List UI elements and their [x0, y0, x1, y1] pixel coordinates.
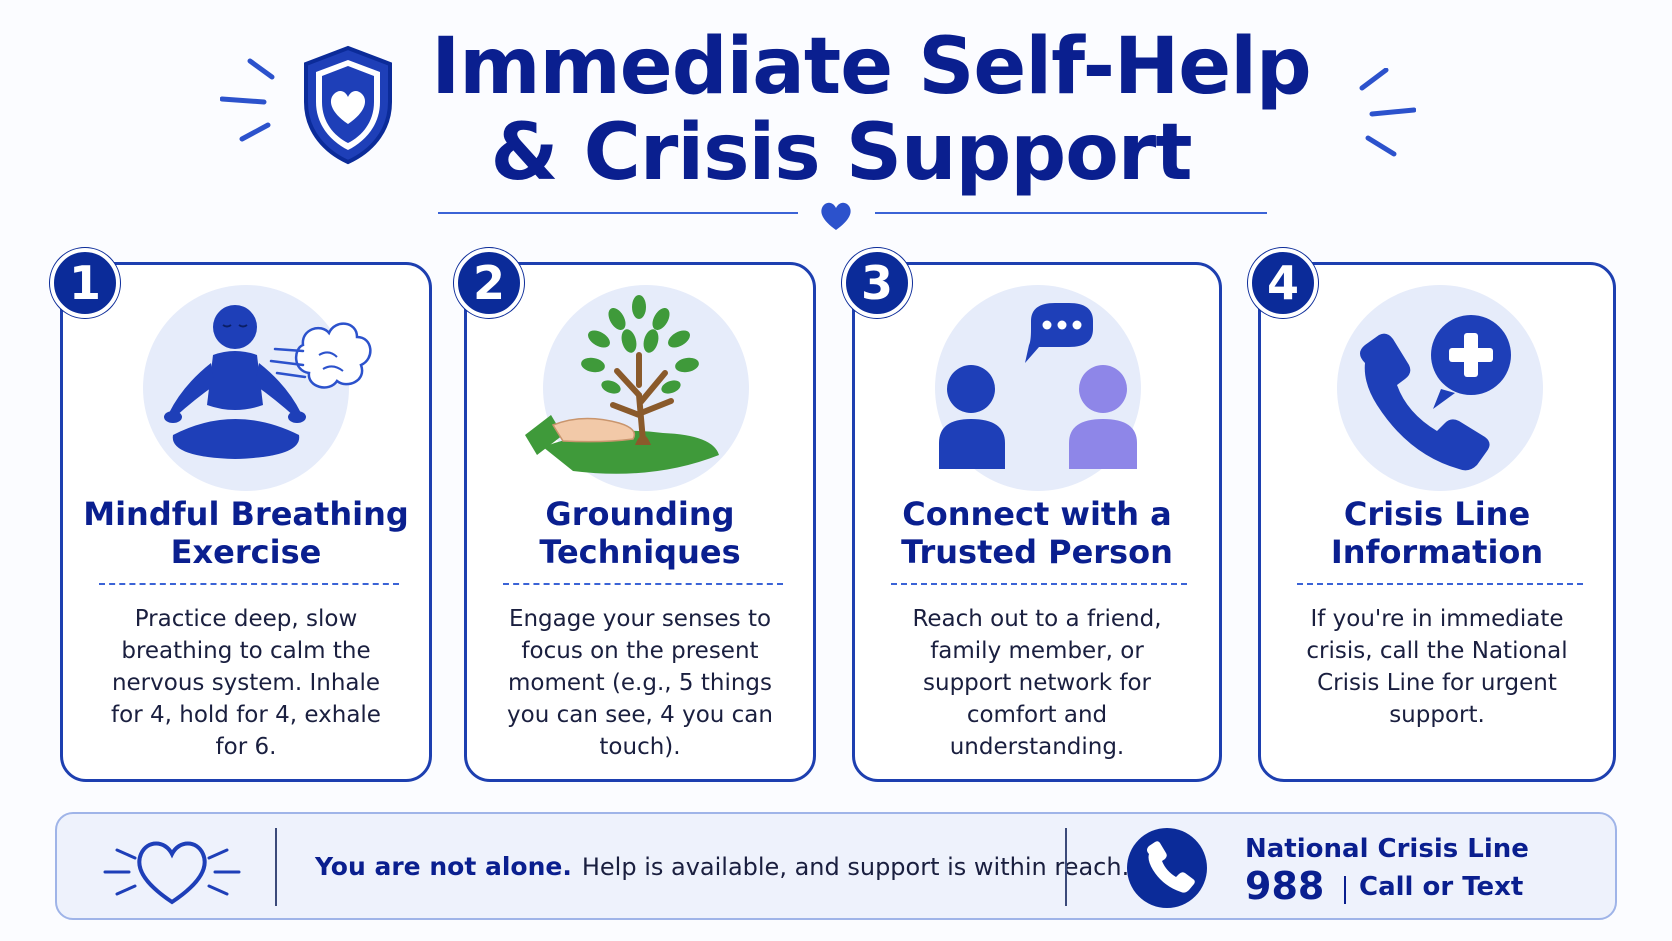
sparkle-rays-icon: [1359, 68, 1416, 157]
illustration-circle: [143, 285, 372, 491]
crisis-line-name: National Crisis Line: [1245, 834, 1529, 864]
people-chat-icon: [939, 303, 1137, 469]
phone-plus-icon: [1360, 315, 1511, 471]
card-connect-trusted: Connect with a Trusted Person Reach out …: [852, 262, 1222, 782]
shield-heart-icon: [304, 45, 392, 165]
card-crisis-line: Crisis Line Information If you're in imm…: [1258, 262, 1616, 782]
page-title-line-2: & Crisis Support: [490, 108, 1192, 198]
sparkle-rays-icon: [220, 58, 275, 142]
step-badge-4: 4: [1248, 248, 1318, 318]
footer-separator: [275, 828, 277, 906]
illustration-circle: [1337, 285, 1543, 491]
meditation-breath-icon: [164, 305, 372, 459]
card-description: If you're in immediate crisis, call the …: [1306, 606, 1568, 728]
step-badge-2: 2: [454, 248, 524, 318]
illustration-circle: [525, 285, 749, 491]
card-title: Connect with a Trusted Person: [901, 495, 1173, 571]
heart-outline-icon: [103, 841, 241, 905]
dashed-divider: [1297, 583, 1583, 585]
support-message: You are not alone. Help is available, and…: [315, 852, 1129, 881]
tree-hand-icon: [525, 295, 719, 474]
phone-icon: [1147, 841, 1195, 893]
crisis-line-number[interactable]: 988: [1245, 864, 1325, 908]
dashed-divider: [503, 583, 783, 585]
heart-icon: [821, 202, 851, 230]
dashed-divider: [99, 583, 399, 585]
card-grounding: Grounding Techniques Engage your senses …: [464, 262, 816, 782]
card-title: Crisis Line Information: [1330, 495, 1544, 571]
illustration-circle: [935, 285, 1141, 491]
footer-banner: You are not alone. Help is available, and…: [55, 812, 1617, 920]
card-description: Reach out to a friend, family member, or…: [912, 606, 1162, 760]
crisis-line-action: Call or Text: [1359, 872, 1524, 902]
card-description: Practice deep, slow breathing to calm th…: [111, 606, 381, 760]
header: Immediate Self-Help & Crisis Support: [0, 0, 1672, 240]
step-badge-1: 1: [50, 248, 120, 318]
dashed-divider: [891, 583, 1187, 585]
phone-icon-circle[interactable]: [1127, 828, 1207, 908]
card-mindful-breathing: Mindful Breathing Exercise Practice deep…: [60, 262, 432, 782]
card-title: Grounding Techniques: [539, 495, 741, 571]
footer-separator: [1065, 828, 1067, 906]
footer-inline-divider: [1344, 876, 1346, 904]
divider-line: [438, 212, 798, 214]
divider-line: [875, 212, 1267, 214]
page-title-line-1: Immediate Self-Help: [431, 22, 1312, 112]
step-badge-3: 3: [842, 248, 912, 318]
support-emphasis: You are not alone.: [315, 852, 572, 881]
card-description: Engage your senses to focus on the prese…: [507, 606, 773, 760]
card-title: Mindful Breathing Exercise: [83, 495, 409, 571]
support-text: Help is available, and support is within…: [581, 853, 1130, 881]
